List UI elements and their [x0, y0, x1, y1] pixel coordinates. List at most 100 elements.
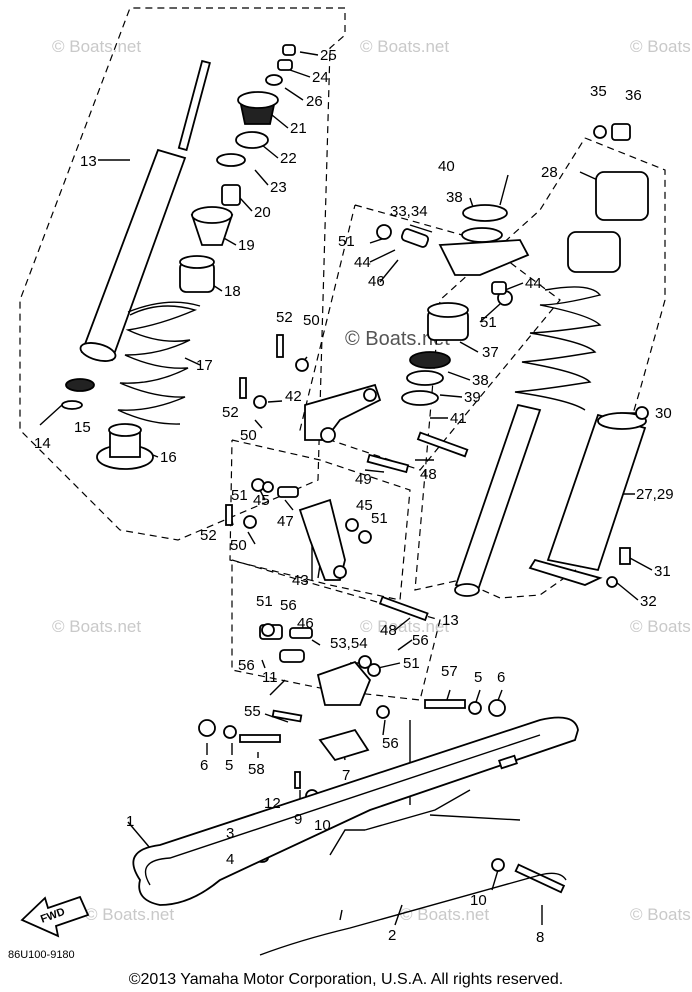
- callout: 56: [280, 597, 297, 614]
- part-52-upper: [276, 334, 284, 358]
- part-50-mid: [253, 395, 267, 409]
- part-55: [271, 709, 303, 723]
- callout: 10: [470, 892, 487, 909]
- part-53-54: [316, 660, 372, 706]
- ski: [132, 716, 579, 956]
- callout: 5: [474, 669, 482, 686]
- right-shock-outline: [414, 137, 666, 599]
- part-22: [235, 131, 269, 149]
- fwd-arrow: FWD: [20, 895, 90, 938]
- callout: 50: [240, 427, 257, 444]
- watermark: © Boats.net: [630, 905, 692, 924]
- drawing-code: 86U100-9180: [8, 949, 75, 961]
- part-32: [606, 576, 618, 588]
- part-56-b: [358, 655, 372, 669]
- part-40: [462, 204, 508, 222]
- part-51-lower-r: [367, 663, 381, 677]
- part-31: [619, 547, 631, 565]
- part-57: [424, 699, 466, 709]
- part-10-lower: [491, 858, 505, 872]
- upper-link-outline: [299, 204, 561, 471]
- part-51-l: [251, 478, 265, 492]
- lower-bracket-parts: [198, 595, 566, 894]
- part-38: [409, 351, 451, 369]
- callout: 50: [303, 312, 320, 329]
- part-39: [406, 370, 444, 386]
- callout: 28: [541, 164, 558, 181]
- callout: 23: [270, 179, 287, 196]
- part-23: [216, 153, 246, 167]
- callout: 30: [655, 405, 672, 422]
- callout: 50: [230, 537, 247, 554]
- part-7: [318, 728, 370, 762]
- upper-bracket-parts: [366, 204, 530, 474]
- part-6-r: [488, 699, 506, 717]
- callout: 25: [320, 47, 337, 64]
- part-51-lower: [261, 623, 275, 637]
- callout: 41: [450, 410, 467, 427]
- part-45-r: [345, 518, 359, 532]
- callout: 12: [264, 795, 281, 812]
- callout: 46: [297, 615, 314, 632]
- gas-reservoir: [528, 406, 649, 588]
- part-52-lower: [225, 504, 233, 526]
- callout: 39: [464, 389, 481, 406]
- left-shock-absorber: [79, 59, 211, 362]
- watermark: © Boats.net: [52, 37, 141, 56]
- callout: 19: [238, 237, 255, 254]
- callout: 13: [80, 153, 97, 170]
- callout: 57: [441, 663, 458, 680]
- callout: 43: [292, 572, 309, 589]
- callout: 4: [226, 851, 234, 868]
- part-44-right: [491, 281, 507, 295]
- callout: 13: [442, 612, 459, 629]
- callout: 35: [590, 83, 607, 100]
- callout: 51: [480, 314, 497, 331]
- part-25: [282, 44, 296, 56]
- part-5-r: [468, 701, 482, 715]
- callout: 18: [224, 283, 241, 300]
- part-41: [401, 390, 439, 406]
- assembly-outlines: [19, 7, 666, 701]
- callout: 38: [472, 372, 489, 389]
- watermark: © Boats.net: [52, 617, 141, 636]
- callout: 51: [256, 593, 273, 610]
- part-15-ring: [65, 378, 95, 392]
- callout: 45: [356, 497, 373, 514]
- callout: 5: [225, 757, 233, 774]
- part-58: [239, 734, 281, 743]
- part-33-34: [438, 239, 530, 276]
- callout: 56: [382, 735, 399, 752]
- callout: 2: [388, 927, 396, 944]
- callout: 20: [254, 204, 271, 221]
- callout: 38: [446, 189, 463, 206]
- part-6-l: [198, 719, 216, 737]
- callout: 37: [482, 344, 499, 361]
- watermark: © Boats.net: [85, 905, 174, 924]
- callout: 14: [34, 435, 51, 452]
- part-52-mid: [239, 377, 247, 399]
- part-51-r: [358, 530, 372, 544]
- part-12: [294, 771, 301, 789]
- callout: 10: [314, 817, 331, 834]
- part-26: [265, 74, 283, 86]
- parts-diagram: © Boats.net © Boats.net © Boats.net © Bo…: [8, 7, 692, 961]
- fwd-arrow-shape: [20, 895, 90, 938]
- watermark: © Boats.net: [360, 617, 449, 636]
- callout: 53,54: [330, 635, 368, 652]
- watermark: © Boats.net: [360, 37, 449, 56]
- watermark: © Boats.net: [630, 37, 692, 56]
- callout: 47: [277, 513, 294, 530]
- callout: 9: [294, 811, 302, 828]
- callout: 56: [412, 632, 429, 649]
- link-42: [239, 334, 382, 443]
- part-50-upper: [295, 358, 309, 372]
- callout: 45: [253, 492, 270, 509]
- callout: 42: [285, 388, 302, 405]
- left-stack-parts: [61, 44, 296, 470]
- callout: 51: [371, 510, 388, 527]
- part-11: [279, 649, 305, 663]
- callout: 52: [276, 309, 293, 326]
- callout: 46: [368, 273, 385, 290]
- middle-link-outline: [229, 439, 411, 601]
